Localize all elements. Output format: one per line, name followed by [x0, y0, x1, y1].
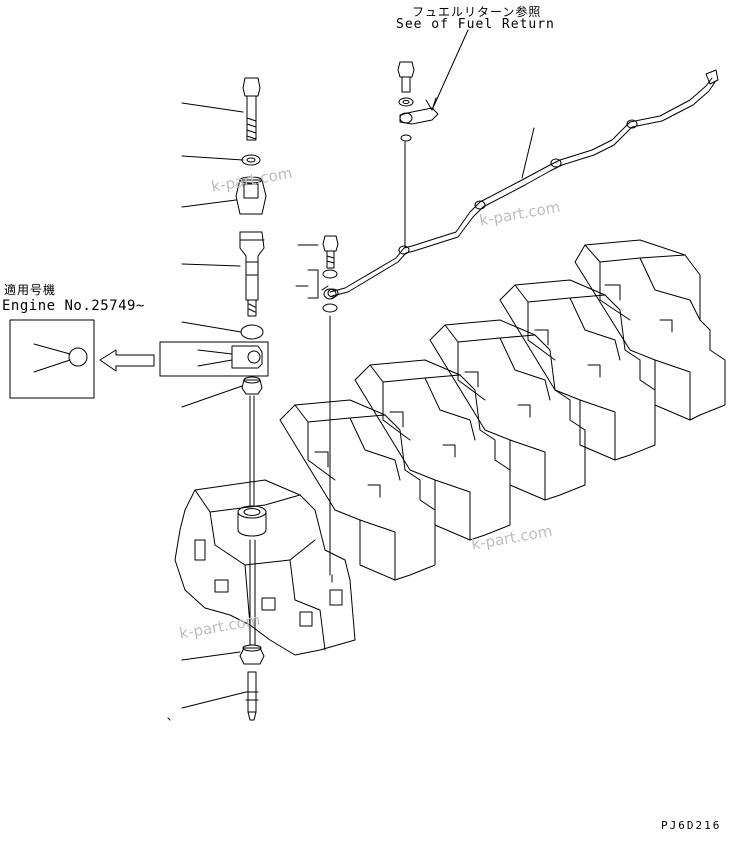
fuel-return-assembly	[327, 29, 719, 298]
applicable-machine-label: 適用号機	[4, 283, 57, 297]
leader-lines	[167, 102, 247, 721]
cylinder-head	[174, 239, 726, 656]
detail-inset	[9, 319, 269, 399]
injector-stack	[235, 77, 267, 721]
drawing-number: PJ6D216	[661, 819, 722, 832]
fuel-return-callout-jp: フュエルリターン参照	[412, 5, 542, 19]
fuel-return-callout-en: See of Fuel Return	[396, 17, 555, 32]
engine-serial-label: Engine No.25749~	[2, 298, 145, 314]
middle-bolt-assembly	[295, 235, 339, 583]
